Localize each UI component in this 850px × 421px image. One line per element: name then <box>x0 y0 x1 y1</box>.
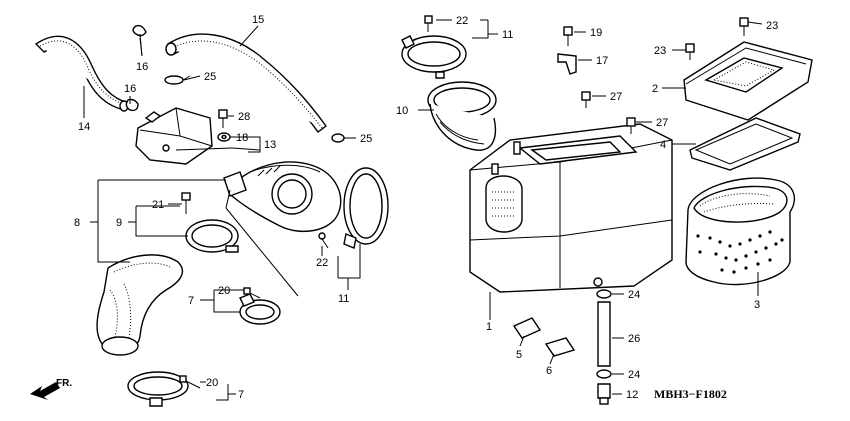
front-direction-label: FR. <box>56 378 72 389</box>
callout-24-lower: 24 <box>628 369 640 381</box>
callout-16-top: 16 <box>136 61 148 73</box>
callout-9: 9 <box>116 217 122 229</box>
bolt-22-top <box>424 15 433 32</box>
intake-duct-8 <box>96 254 184 356</box>
callout-15: 15 <box>252 14 264 26</box>
callout-22-lower: 22 <box>316 257 328 269</box>
holder-6 <box>544 337 576 357</box>
callout-2: 2 <box>652 83 658 95</box>
bracket-17 <box>557 53 577 75</box>
seal-4 <box>689 117 801 171</box>
callout-7-middle: 7 <box>188 295 194 307</box>
callout-22-top: 22 <box>456 15 468 27</box>
connecting-tube <box>223 161 342 233</box>
front-direction-arrow: FR. <box>30 378 72 400</box>
filter-perforations <box>696 230 784 274</box>
callout-13: 13 <box>264 139 276 151</box>
callout-20-bottom: 20 <box>206 377 218 389</box>
callout-4: 4 <box>660 139 666 151</box>
callout-20-middle: 20 <box>218 285 230 297</box>
clip-24-lower <box>596 369 612 379</box>
hose-14 <box>34 35 129 112</box>
clip-16-lower <box>125 98 139 112</box>
leader-lines <box>83 19 763 401</box>
bolt-23-right <box>739 17 749 36</box>
callout-28: 28 <box>238 111 250 123</box>
bolt-28 <box>218 109 228 128</box>
callout-18: 18 <box>236 132 248 144</box>
bolt-21 <box>181 192 191 214</box>
bolt-27-upper <box>581 91 591 108</box>
callout-16-lower: 16 <box>124 83 136 95</box>
callout-24-upper: 24 <box>628 289 640 301</box>
callout-23-right: 23 <box>766 20 778 32</box>
cover-2 <box>683 41 813 121</box>
air-cleaner-case-1 <box>469 123 673 293</box>
resonator-13 <box>135 107 213 165</box>
band-9 <box>185 219 239 253</box>
band-11-top <box>401 35 467 79</box>
callout-12: 12 <box>626 389 638 401</box>
drain-tube-26 <box>597 301 611 367</box>
clip-16-top <box>132 24 147 57</box>
washer-18 <box>217 132 231 142</box>
callout-5: 5 <box>516 349 522 361</box>
bolt-19 <box>563 26 573 46</box>
callout-11-lower: 11 <box>338 293 349 305</box>
callout-25-lower: 25 <box>360 133 372 145</box>
bolt-20-middle <box>243 287 261 299</box>
callout-26: 26 <box>628 333 640 345</box>
connecting-tube-10 <box>427 81 497 151</box>
band-7-middle <box>239 293 281 325</box>
callout-11-top: 11 <box>502 29 513 41</box>
callout-8: 8 <box>74 217 80 229</box>
air-filter-element-3 <box>685 177 796 286</box>
bolt-22-lower <box>318 232 329 249</box>
hose-15 <box>165 33 327 133</box>
bolt-23-left <box>685 43 695 60</box>
callout-1: 1 <box>486 321 492 333</box>
clip-24-upper <box>596 289 612 299</box>
clip-25-upper <box>164 75 191 85</box>
callout-27-lower: 27 <box>656 117 668 129</box>
callout-25-upper: 25 <box>204 71 216 83</box>
callout-23-left: 23 <box>654 45 666 57</box>
callout-10: 10 <box>396 105 408 117</box>
callout-14: 14 <box>78 121 90 133</box>
holder-5 <box>512 317 542 339</box>
callout-27-upper: 27 <box>610 91 622 103</box>
callout-7-bottom: 7 <box>238 389 244 401</box>
bolt-20-bottom <box>179 375 201 389</box>
bolt-27-lower <box>626 117 636 134</box>
callout-3: 3 <box>754 299 760 311</box>
callout-21: 21 <box>152 199 164 211</box>
band-7-bottom <box>127 371 189 407</box>
callout-17: 17 <box>596 55 608 67</box>
callout-6: 6 <box>546 365 552 377</box>
callout-19: 19 <box>590 27 602 39</box>
callout-labels: 14 16 16 15 25 25 28 18 13 8 9 21 20 7 2… <box>74 14 778 401</box>
band-11-lower <box>343 167 389 249</box>
plug-12 <box>597 383 611 405</box>
diagram-code: MBH3−F1802 <box>654 387 727 401</box>
